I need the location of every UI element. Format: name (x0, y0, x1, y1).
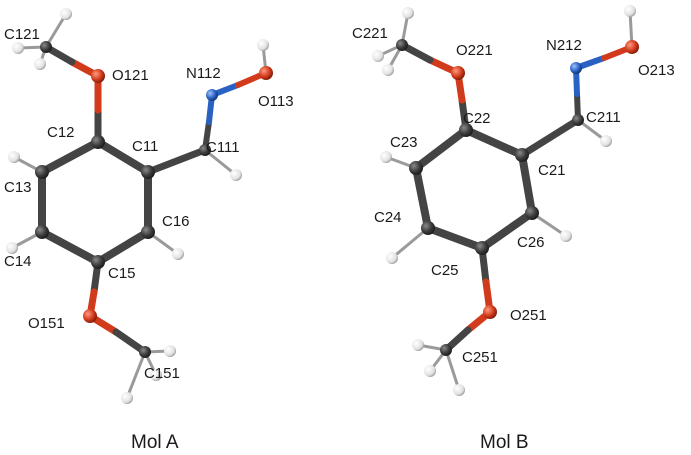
atom-label-o113: O113 (258, 93, 294, 110)
atom-label-o121: O121 (112, 67, 149, 84)
atom-label-n212: N212 (546, 37, 582, 54)
molecule-b-labels: C221 O221 N212 O213 C22 C211 C23 C21 C24… (352, 25, 675, 366)
atom-label-o151: O151 (28, 315, 65, 332)
atom-label-c26: C26 (517, 234, 545, 251)
atom-label-c211: C211 (586, 109, 621, 126)
atom-label-c25: C25 (431, 262, 459, 279)
molecule-a: C121 O121 N112 O113 C12 C11 C111 C13 C16… (4, 8, 294, 453)
atom-label-c12: C12 (47, 124, 75, 141)
atom-label-c151: C151 (144, 365, 180, 382)
atom-label-c11: C11 (132, 138, 158, 155)
atom-label-n112: N112 (186, 65, 221, 82)
molecule-b: C221 O221 N212 O213 C22 C211 C23 C21 C24… (352, 5, 675, 453)
atom-label-c111: C111 (206, 139, 240, 156)
molecule-a-labels: C121 O121 N112 O113 C12 C11 C111 C13 C16… (4, 26, 294, 382)
molecule-a-atoms (6, 8, 273, 404)
atom-label-c15: C15 (108, 265, 136, 282)
atom-label-c22: C22 (463, 110, 491, 127)
atom-label-c23: C23 (390, 134, 418, 151)
atom-label-c21: C21 (538, 162, 566, 179)
atom-label-c14: C14 (4, 253, 32, 270)
atom-label-c13: C13 (4, 179, 32, 196)
molecule-b-bonds (376, 9, 635, 392)
atom-label-c16: C16 (162, 213, 190, 230)
molecule-b-atoms (372, 5, 639, 396)
atom-label-c24: C24 (374, 209, 402, 226)
atom-label-o221: O221 (456, 42, 493, 59)
atom-label-o213: O213 (638, 62, 675, 79)
atom-label-c251: C251 (462, 349, 498, 366)
molecule-b-caption: Mol B (480, 432, 529, 453)
molecule-a-caption: Mol A (131, 432, 179, 453)
atom-label-o251: O251 (510, 307, 547, 324)
atom-label-c121: C121 (4, 26, 40, 43)
atom-label-c221: C221 (352, 25, 388, 42)
